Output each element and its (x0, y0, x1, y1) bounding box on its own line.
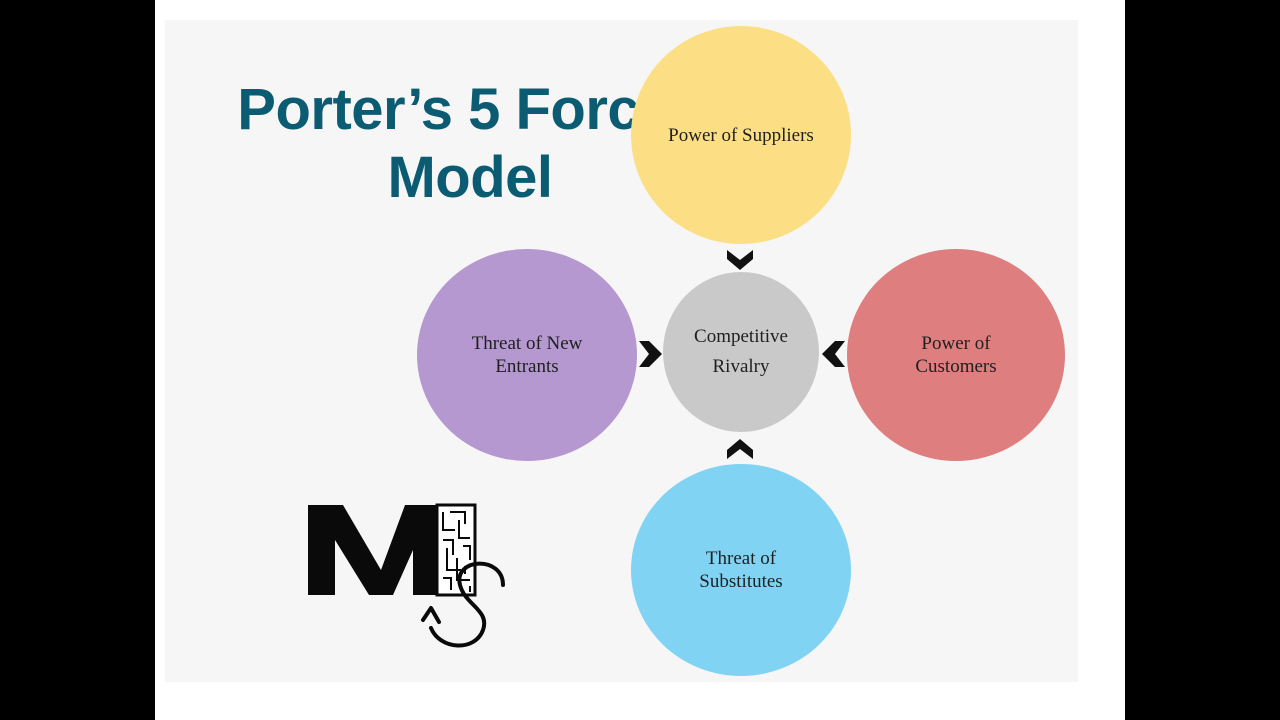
chevron-down-icon (727, 250, 753, 270)
ms-maze-logo-icon (308, 503, 505, 648)
label-competitive-rivalry: Competitive Rivalry (694, 326, 788, 377)
label-power-of-suppliers: Power of Suppliers (668, 124, 814, 146)
chevron-left-icon (822, 341, 845, 367)
label-power-of-customers: Power of Customers (915, 333, 997, 377)
circle-threat-of-substitutes: Threat of Substitutes (631, 464, 851, 676)
chevron-right-icon (639, 341, 662, 367)
circle-competitive-rivalry: Competitive Rivalry (663, 272, 819, 432)
circle-power-of-suppliers: Power of Suppliers (631, 26, 851, 244)
title-line-1: Porter’s 5 Forces (237, 77, 703, 142)
label-threat-of-substitutes: Threat of Substitutes (699, 548, 783, 592)
slide-title: Porter’s 5 Forces Model (155, 76, 785, 212)
chevron-up-icon (727, 439, 753, 459)
slide: Porter’s 5 Forces Model Power of Supplie… (155, 0, 1125, 720)
title-line-2: Model (387, 145, 553, 210)
label-threat-of-new-entrants: Threat of New Entrants (471, 333, 583, 377)
circle-power-of-customers: Power of Customers (847, 249, 1065, 461)
circle-threat-of-new-entrants: Threat of New Entrants (417, 249, 637, 461)
